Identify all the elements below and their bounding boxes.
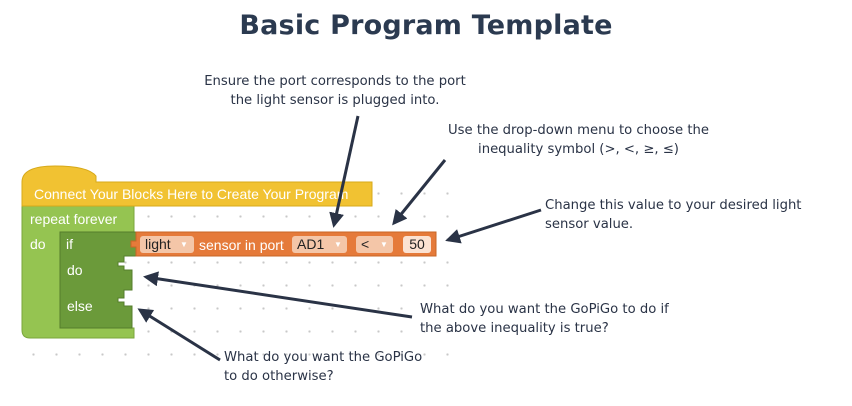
annotation-value: Change this value to your desired light … xyxy=(545,196,835,234)
threshold-input[interactable]: 50 xyxy=(403,236,431,253)
annotation-otherwise-line2: to do otherwise? xyxy=(224,369,334,384)
arrow-to-port xyxy=(329,115,360,228)
annotation-otherwise: What do you want the GoPiGo to do otherw… xyxy=(224,348,464,386)
annotation-otherwise-line1: What do you want the GoPiGo xyxy=(224,350,423,365)
arrow-to-value xyxy=(445,208,542,244)
port-value: AD1 xyxy=(297,236,325,252)
annotation-true-case-line1: What do you want the GoPiGo to do if xyxy=(420,302,669,317)
chevron-down-icon: ▼ xyxy=(380,240,388,249)
annotation-port: Ensure the port corresponds to the port … xyxy=(185,72,485,110)
if-else-block[interactable] xyxy=(59,231,141,329)
arrow-to-do xyxy=(143,271,413,319)
if-do-label: do xyxy=(67,262,83,278)
arrow-to-operator xyxy=(392,159,447,226)
sensor-in-port-label: sensor in port xyxy=(199,237,284,253)
repeat-do-label: do xyxy=(30,236,46,252)
sensor-type-dropdown[interactable]: light ▼ xyxy=(140,236,194,253)
annotation-inequality-line2: inequality symbol (>, <, ≥, ≤) xyxy=(478,142,679,157)
repeat-forever-label: repeat forever xyxy=(30,211,118,227)
chevron-down-icon: ▼ xyxy=(334,240,342,249)
annotation-port-line1: Ensure the port corresponds to the port xyxy=(204,74,466,89)
else-label: else xyxy=(67,298,93,314)
if-label: if xyxy=(66,236,73,252)
hat-block[interactable] xyxy=(21,165,373,207)
annotation-port-line2: the light sensor is plugged into. xyxy=(230,93,440,108)
annotation-true-case: What do you want the GoPiGo to do if the… xyxy=(420,300,710,338)
chevron-down-icon: ▼ xyxy=(180,240,188,249)
annotation-true-case-line2: the above inequality is true? xyxy=(420,321,609,336)
hat-label: Connect Your Blocks Here to Create Your … xyxy=(34,186,349,202)
operator-dropdown[interactable]: < ▼ xyxy=(356,236,393,253)
page-title: Basic Program Template xyxy=(239,10,613,41)
operator-value: < xyxy=(361,236,370,252)
sensor-type-value: light xyxy=(145,236,171,252)
annotation-value-line2: sensor value. xyxy=(545,217,634,232)
annotation-value-line1: Change this value to your desired light xyxy=(545,198,802,213)
annotation-inequality: Use the drop-down menu to choose the ine… xyxy=(436,121,721,159)
port-dropdown[interactable]: AD1 ▼ xyxy=(292,236,347,253)
annotation-inequality-line1: Use the drop-down menu to choose the xyxy=(447,123,709,138)
arrow-to-else xyxy=(137,308,221,362)
